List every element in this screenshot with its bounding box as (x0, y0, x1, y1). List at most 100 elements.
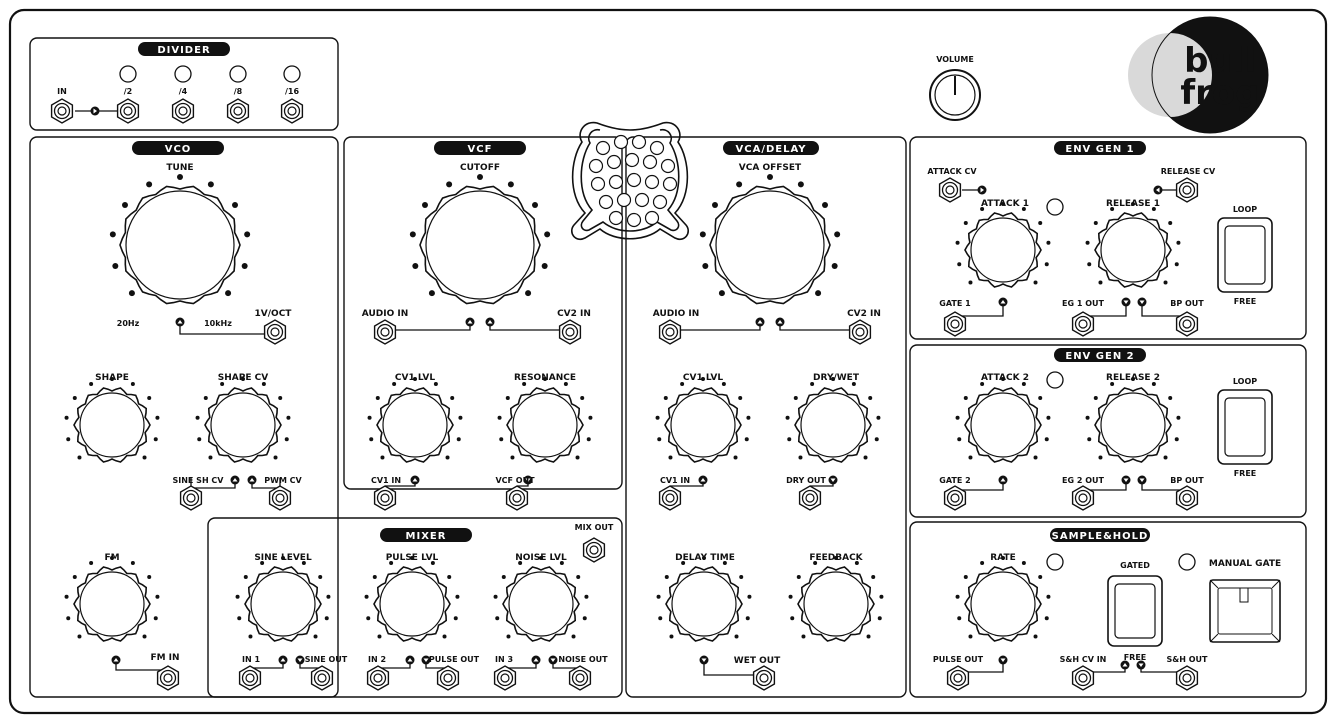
sine-level-knob[interactable] (235, 556, 331, 642)
grille-hole (608, 174, 624, 190)
bp2-out-label: BP OUT (1170, 476, 1204, 485)
divider-8-jack[interactable] (226, 98, 250, 124)
vca-offset-knob[interactable] (699, 174, 841, 305)
manual-gate-button[interactable] (1209, 579, 1281, 643)
vca-offset-label: VCA OFFSET (739, 163, 802, 173)
divider-4-jack[interactable] (171, 98, 195, 124)
attack1-knob[interactable] (955, 202, 1051, 288)
attack2-label: ATTACK 2 (981, 373, 1029, 383)
divider-in-jack[interactable] (50, 98, 74, 124)
eg1-out-arrow (1121, 297, 1131, 307)
noise-out-jack[interactable] (568, 665, 592, 691)
vcf-out-jack[interactable] (505, 485, 529, 511)
attack-cv-jack[interactable] (938, 177, 962, 203)
bp1-out-jack[interactable] (1175, 311, 1199, 337)
fm-knob[interactable] (64, 556, 160, 642)
release2-knob[interactable] (1085, 377, 1181, 463)
vcf-cv1-in-jack[interactable] (373, 485, 397, 511)
env2-led (1046, 371, 1064, 389)
attack2-knob[interactable] (955, 377, 1051, 463)
shape-knob[interactable] (64, 377, 160, 463)
divider-16-label: /16 (285, 87, 299, 96)
sine-sh-cv-jack[interactable] (179, 485, 203, 511)
grille-hole (590, 176, 606, 192)
vca-cv2-in-jack[interactable] (848, 319, 872, 345)
mix-out-label: MIX OUT (575, 523, 614, 532)
wet-out-jack[interactable] (752, 665, 776, 691)
pwm-cv-arrow (247, 475, 257, 485)
eg1-out-jack[interactable] (1071, 311, 1095, 337)
resonance-knob[interactable] (497, 377, 593, 463)
bp2-out-jack[interactable] (1175, 485, 1199, 511)
sine-out-jack[interactable] (310, 665, 334, 691)
grille-hole (616, 192, 632, 208)
feedback-knob[interactable] (788, 556, 884, 642)
eg1-out-label: EG 1 OUT (1062, 299, 1104, 308)
grille-hole (626, 172, 642, 188)
release-cv-jack[interactable] (1175, 177, 1199, 203)
svg-text:MIXER: MIXER (406, 531, 447, 542)
delay-time-label: DELAY TIME (675, 553, 735, 563)
in1-jack[interactable] (238, 665, 262, 691)
sh-out-jack[interactable] (1175, 665, 1199, 691)
vcf-cv2-in-jack[interactable] (558, 319, 582, 345)
sh-cv-in-jack[interactable] (1071, 665, 1095, 691)
pulse-out-label: PULSE OUT (429, 655, 480, 664)
vca-audio-in-jack[interactable] (658, 319, 682, 345)
pwm-cv-jack[interactable] (268, 485, 292, 511)
eg2-out-jack[interactable] (1071, 485, 1095, 511)
cutoff-cv2-arrow (485, 317, 495, 327)
env2-loop-switch[interactable] (1217, 389, 1273, 465)
vco-title: VCO (132, 141, 224, 155)
mix-out-jack[interactable] (582, 537, 606, 563)
pulse-lvl-knob[interactable] (364, 556, 460, 642)
vca-cv1-lvl-knob[interactable] (655, 377, 751, 463)
grille-hole (662, 176, 678, 192)
rate-knob[interactable] (955, 556, 1051, 642)
sh-gated-switch[interactable] (1107, 575, 1163, 647)
controls-layer (50, 65, 1199, 691)
release1-knob[interactable] (1085, 202, 1181, 288)
dry-out-jack[interactable] (798, 485, 822, 511)
pulse-out-jack[interactable] (436, 665, 460, 691)
tune-knob[interactable] (109, 174, 251, 305)
sh-pulse-out-label: PULSE OUT (933, 655, 984, 664)
sh-out-label: S&H OUT (1167, 655, 1209, 664)
vca-cv1-in-jack[interactable] (658, 485, 682, 511)
vcf-title: VCF (434, 141, 526, 155)
divider-16-led (283, 65, 301, 83)
in2-jack[interactable] (366, 665, 390, 691)
pulse-lvl-label: PULSE LVL (386, 553, 439, 563)
v-oct-jack[interactable] (263, 319, 287, 345)
grille-hole (626, 212, 642, 228)
gate1-jack[interactable] (943, 311, 967, 337)
vcf-audio-in-label: AUDIO IN (362, 309, 408, 319)
vca-audio-in-label: AUDIO IN (653, 309, 699, 319)
env1-loop-switch[interactable] (1217, 217, 1273, 293)
divider-2-led (119, 65, 137, 83)
delay-time-knob[interactable] (656, 556, 752, 642)
vcf-cv2-in-label: CV2 IN (557, 309, 591, 319)
cutoff-knob[interactable] (409, 174, 551, 305)
sh-pulse-out-jack[interactable] (946, 665, 970, 691)
divider-2-jack[interactable] (116, 98, 140, 124)
grille-hole (644, 210, 660, 226)
noise-lvl-knob[interactable] (493, 556, 589, 642)
shape-cv-knob[interactable] (195, 377, 291, 463)
wet-out-arrow (699, 655, 709, 665)
vcf-cv1-lvl-knob[interactable] (367, 377, 463, 463)
in1-arrow (278, 655, 288, 665)
sh-section (909, 521, 1307, 698)
svg-text:bull: bull (1184, 41, 1256, 81)
grille-holes (588, 134, 678, 228)
volume-knob[interactable] (929, 69, 981, 121)
shape-cv-label: SHAPE CV (218, 373, 268, 383)
gate2-jack[interactable] (943, 485, 967, 511)
env1-title: ENV GEN 1 (1054, 141, 1146, 155)
in3-jack[interactable] (493, 665, 517, 691)
fm-in-jack[interactable] (156, 665, 180, 691)
divider-16-jack[interactable] (280, 98, 304, 124)
dry-wet-knob[interactable] (785, 377, 881, 463)
divider-8-label: /8 (234, 87, 243, 96)
vcf-audio-in-jack[interactable] (373, 319, 397, 345)
